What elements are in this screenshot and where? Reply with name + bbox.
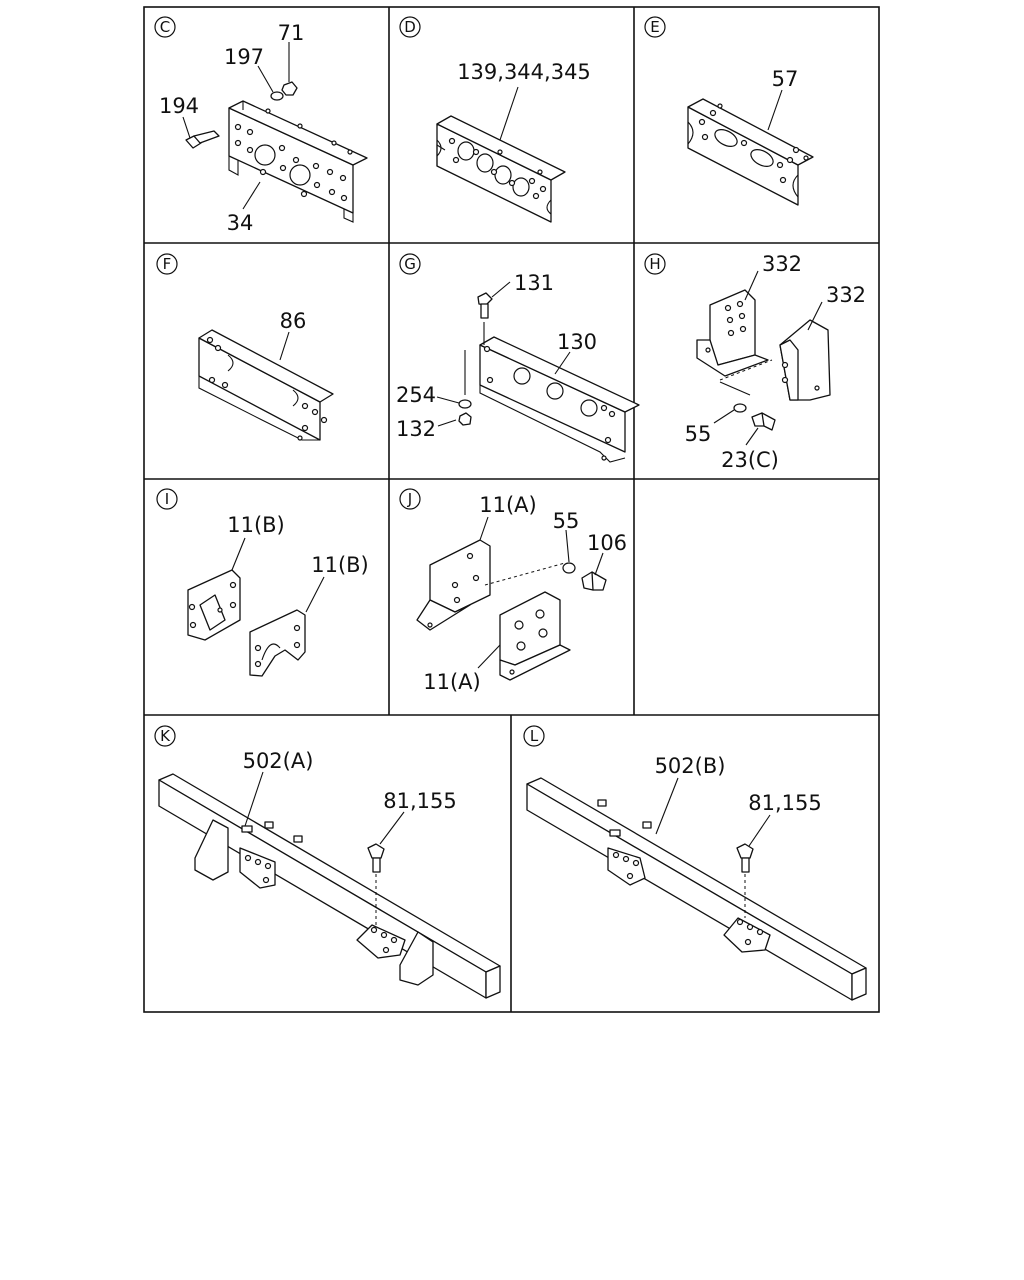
bolt-81-155-l	[736, 843, 754, 873]
bracket-11b-a	[187, 569, 241, 641]
panel-marker-i: I	[156, 488, 178, 510]
panel-marker-k: K	[154, 725, 176, 747]
label-332-a: 332	[762, 252, 802, 276]
bracket-332-left	[696, 289, 769, 377]
label-197: 197	[224, 45, 264, 69]
panel-g-crossmember	[479, 336, 640, 463]
panel-letter: H	[649, 255, 660, 273]
panel-letter: F	[163, 255, 172, 273]
label-55-j: 55	[553, 509, 580, 533]
label-11a-bottom: 11(A)	[423, 670, 480, 694]
washer-55-j	[562, 562, 576, 574]
label-71: 71	[278, 21, 305, 45]
crossmember-502b	[526, 777, 867, 1001]
bracket-11b-b	[249, 609, 306, 677]
panel-letter: I	[165, 490, 169, 508]
panel-d-crossmember	[436, 115, 566, 223]
panel-marker-j: J	[399, 488, 421, 510]
label-86: 86	[280, 309, 307, 333]
panel-letter: L	[530, 727, 539, 745]
label-23c: 23(C)	[721, 448, 779, 472]
nut-71	[281, 81, 298, 96]
bolt-194	[185, 130, 220, 149]
panel-marker-f: F	[156, 253, 178, 275]
bolt-81-155-k	[367, 843, 385, 873]
panel-marker-g: G	[399, 253, 421, 275]
washer-55	[733, 403, 747, 413]
label-11b-b: 11(B)	[311, 553, 369, 577]
nut-132	[458, 412, 472, 426]
label-57: 57	[772, 67, 799, 91]
panel-e-crossmember	[687, 98, 814, 206]
label-332-b: 332	[826, 283, 866, 307]
label-139-344-345: 139,344,345	[457, 60, 591, 84]
panel-marker-l: L	[523, 725, 545, 747]
label-34: 34	[227, 211, 254, 235]
label-254: 254	[396, 383, 436, 407]
label-502a: 502(A)	[243, 749, 314, 773]
panel-marker-e: E	[644, 16, 666, 38]
washer-197	[270, 91, 284, 101]
label-131: 131	[514, 271, 554, 295]
label-81-155-k: 81,155	[383, 789, 456, 813]
washer-254	[458, 399, 472, 409]
panel-letter: G	[404, 255, 416, 273]
panel-marker-c: C	[154, 16, 176, 38]
bracket-332-right	[779, 319, 831, 401]
label-106: 106	[587, 531, 627, 555]
panel-letter: E	[650, 18, 659, 36]
panel-letter: D	[404, 18, 416, 36]
label-11b-a: 11(B)	[227, 513, 285, 537]
bolt-23c	[751, 412, 776, 431]
crossmember-502a	[158, 773, 501, 999]
label-81-155-l: 81,155	[748, 791, 821, 815]
label-502b: 502(B)	[655, 754, 726, 778]
bolt-106	[581, 571, 607, 591]
panel-f-crossmember	[198, 329, 334, 441]
bracket-11a-top	[416, 539, 491, 631]
panel-grid	[143, 6, 880, 1013]
label-194: 194	[159, 94, 199, 118]
panel-c-crossmember	[228, 100, 368, 223]
panel-marker-h: H	[644, 253, 666, 275]
panel-letter: C	[160, 18, 170, 36]
label-130: 130	[557, 330, 597, 354]
bolt-131	[477, 292, 493, 319]
label-55: 55	[685, 422, 712, 446]
bracket-11a-bottom	[499, 591, 571, 681]
panel-letter: K	[160, 727, 171, 745]
panel-marker-d: D	[399, 16, 421, 38]
label-132: 132	[396, 417, 436, 441]
panel-letter: J	[407, 490, 412, 508]
label-11a-top: 11(A)	[479, 493, 536, 517]
